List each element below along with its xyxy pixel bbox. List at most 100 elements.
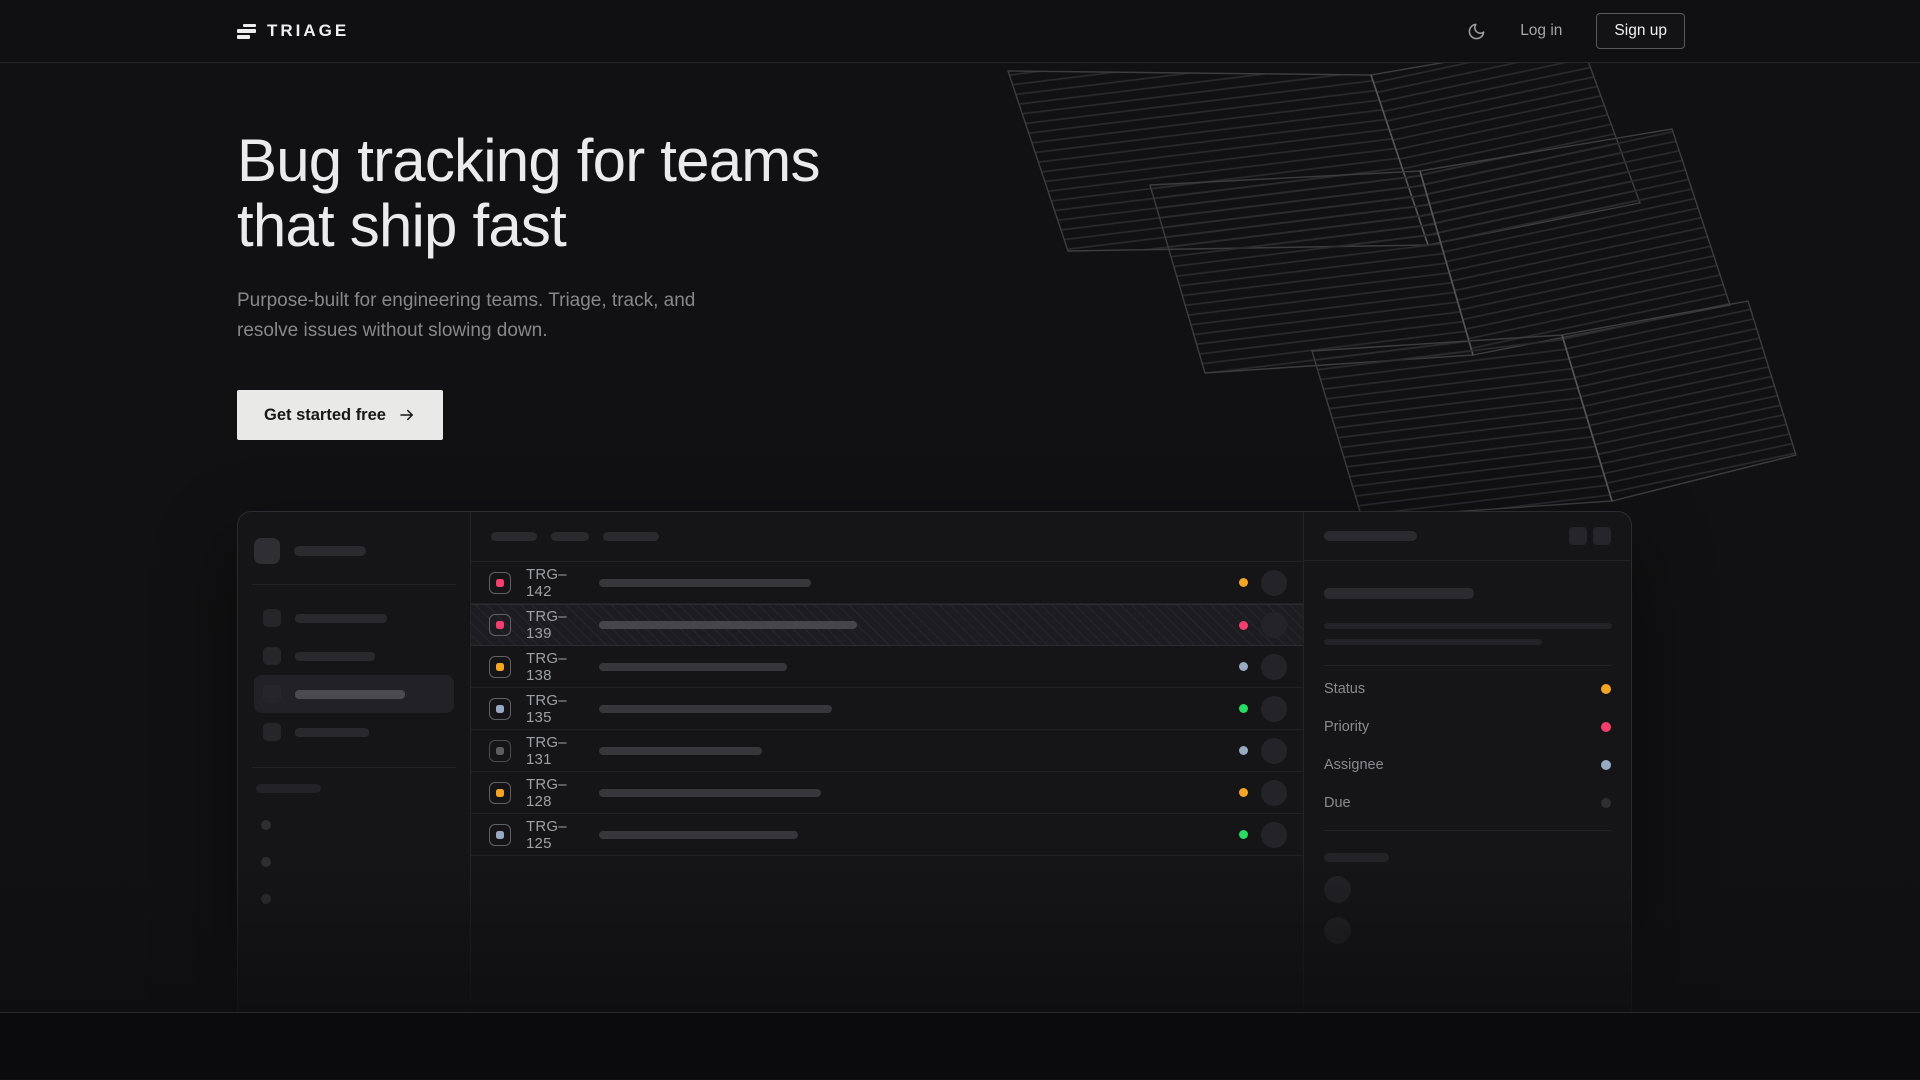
get-started-button[interactable]: Get started free	[237, 390, 443, 440]
comment-avatar	[1324, 876, 1351, 903]
workspace-switcher	[254, 538, 454, 564]
avatar	[1261, 653, 1287, 680]
field-row: Due	[1324, 784, 1611, 822]
brand-name: TRIAGE	[267, 21, 350, 40]
skeleton-bar	[599, 578, 811, 587]
sidebar-item	[254, 637, 454, 675]
theme-toggle-button[interactable]	[1467, 22, 1486, 41]
avatar	[1261, 821, 1287, 848]
avatar	[1261, 737, 1287, 764]
skeleton-bar	[599, 704, 832, 713]
workspace-avatar	[254, 538, 280, 564]
field-row: Priority	[1324, 708, 1611, 746]
sidebar-dot	[261, 894, 271, 904]
issue-list: TRG–142 TRG–139 TRG–138 TRG–135	[471, 512, 1304, 1012]
issue-id: TRG–135	[526, 691, 567, 726]
issue-row[interactable]: TRG–128	[471, 772, 1303, 814]
avatar	[1261, 779, 1287, 806]
status-dot	[1239, 746, 1248, 755]
brand[interactable]: TRIAGE	[237, 21, 349, 41]
hero-content: Bug tracking for teams that ship fast Pu…	[0, 63, 1920, 440]
issue-id: TRG–138	[526, 649, 567, 684]
panel-button	[1593, 527, 1611, 545]
title-line-2: that ship fast	[237, 192, 567, 259]
hero-section: Bug tracking for teams that ship fast Pu…	[0, 63, 1920, 1013]
panel-button	[1569, 527, 1587, 545]
issue-detail-panel: Status Priority Assignee Due	[1304, 512, 1631, 1012]
issue-row[interactable]: TRG–125	[471, 814, 1303, 856]
skeleton-bar	[599, 662, 787, 671]
status-dot	[1239, 620, 1248, 630]
issue-id: TRG–131	[526, 733, 567, 768]
skeleton-bar	[295, 613, 387, 623]
skeleton-bar	[1324, 853, 1389, 862]
divider	[1324, 830, 1611, 831]
status-dot	[1239, 704, 1248, 713]
skeleton-bar	[256, 784, 321, 793]
skeleton-bar	[295, 689, 405, 699]
divider	[252, 767, 456, 768]
divider	[1324, 665, 1611, 666]
skeleton-bar	[599, 830, 798, 839]
assignee-dot	[1601, 760, 1611, 770]
field-label: Due	[1324, 795, 1351, 811]
field-label: Priority	[1324, 719, 1370, 735]
issue-row[interactable]: TRG–142	[471, 562, 1303, 604]
product-preview-window: TRG–142 TRG–139 TRG–138 TRG–135	[237, 511, 1632, 1012]
issue-id: TRG–128	[526, 775, 567, 810]
detail-header-buttons	[1569, 527, 1611, 545]
divider	[252, 584, 456, 585]
triage-logo-icon	[237, 23, 256, 39]
due-dot	[1601, 798, 1611, 808]
avatar	[1261, 612, 1287, 638]
subtitle-line-1: Purpose-built for engineering teams. Tri…	[237, 290, 696, 311]
detail-header	[1304, 512, 1631, 561]
status-dot	[1239, 578, 1248, 587]
issue-id: TRG–125	[526, 817, 567, 852]
skeleton-tab	[491, 532, 537, 541]
skeleton-bar	[599, 788, 821, 797]
skeleton-line	[1324, 639, 1542, 645]
issue-type-icon	[489, 823, 511, 846]
login-button[interactable]: Log in	[1520, 22, 1563, 39]
avatar	[1261, 695, 1287, 722]
skeleton-bar	[294, 546, 366, 556]
sidebar-item	[254, 713, 454, 751]
page-title: Bug tracking for teams that ship fast	[237, 128, 1920, 258]
issue-row-selected[interactable]: TRG–139	[471, 604, 1303, 646]
sidebar-item-active	[254, 675, 454, 713]
sidebar-item	[254, 599, 454, 637]
issue-type-icon	[489, 739, 511, 762]
sidebar-item-icon	[263, 609, 281, 627]
hero-subtitle: Purpose-built for engineering teams. Tri…	[237, 286, 1920, 346]
sidebar-item-icon	[263, 647, 281, 665]
issue-type-icon	[489, 614, 511, 636]
status-dot	[1601, 684, 1611, 694]
issue-id: TRG–139	[526, 608, 567, 642]
sidebar-dot	[261, 857, 271, 867]
arrow-right-icon	[400, 409, 413, 421]
preview-sidebar	[238, 512, 471, 1012]
skeleton-tab	[603, 532, 659, 541]
skeleton-bar	[295, 727, 369, 737]
priority-dot	[1601, 722, 1611, 732]
avatar	[1261, 569, 1287, 596]
skeleton-tab	[551, 532, 589, 541]
status-dot	[1239, 788, 1248, 797]
subtitle-line-2: resolve issues without slowing down.	[237, 320, 548, 341]
issue-type-icon	[489, 697, 511, 720]
issue-row[interactable]: TRG–131	[471, 730, 1303, 772]
skeleton-line	[1324, 623, 1612, 629]
issue-list-header	[471, 512, 1303, 562]
issue-row[interactable]: TRG–138	[471, 646, 1303, 688]
skeleton-bar	[1324, 531, 1417, 541]
moon-icon	[1468, 23, 1485, 39]
top-navigation: TRIAGE Log in Sign up	[0, 0, 1920, 63]
comment-avatar	[1324, 917, 1351, 944]
signup-button[interactable]: Sign up	[1596, 13, 1685, 49]
issue-row[interactable]: TRG–135	[471, 688, 1303, 730]
skeleton-bar	[599, 746, 762, 755]
field-row: Status	[1324, 670, 1611, 708]
sidebar-dot	[261, 820, 271, 830]
field-label: Assignee	[1324, 757, 1384, 773]
